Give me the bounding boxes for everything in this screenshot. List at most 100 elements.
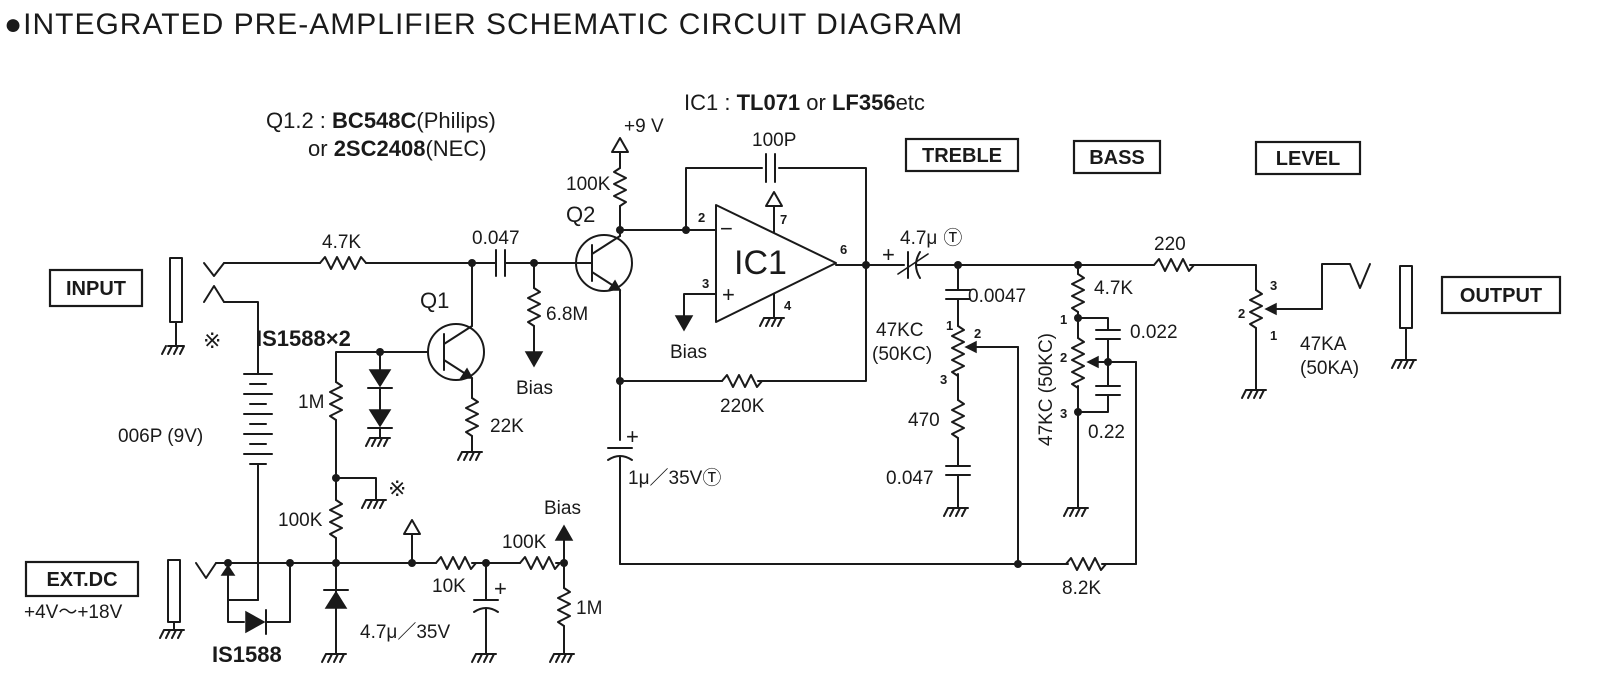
bass-pin2: 2 — [1060, 350, 1067, 365]
cap-plus-sign-3: + — [882, 242, 895, 267]
level-pin3: 3 — [1270, 278, 1277, 293]
c00047-label: 0.0047 — [968, 286, 1026, 307]
battery-label: 006P (9V) — [118, 426, 203, 447]
r1m-q1-label: 1M — [298, 392, 324, 413]
input-box: INPUT — [48, 268, 144, 308]
bass-pin3: 3 — [1060, 406, 1067, 421]
pin2-label: 2 — [698, 210, 705, 225]
resistor-22k — [465, 397, 479, 437]
zener-diode — [323, 589, 349, 609]
treble-pin1: 1 — [946, 318, 953, 333]
ground-icon — [321, 653, 347, 663]
supply-arrow-icon — [403, 519, 421, 535]
bias-arrow-3 — [554, 524, 574, 541]
diode-d2 — [367, 409, 393, 429]
opamp-ic1 — [715, 204, 837, 323]
pin6-label: 6 — [840, 242, 847, 257]
diodes-note: IS1588×2 — [256, 326, 351, 351]
level-box: LEVEL — [1254, 140, 1362, 176]
ground-icon — [759, 317, 785, 327]
ground-icon — [1063, 507, 1089, 517]
resistor-4-7k-bass — [1071, 273, 1085, 313]
ground-icon — [365, 437, 391, 447]
battery-006p — [243, 365, 273, 601]
input-label: INPUT — [66, 278, 126, 300]
c0022-label: 0.022 — [1130, 322, 1178, 343]
diode-d1 — [367, 369, 393, 389]
capacitor-0-22 — [1095, 385, 1121, 396]
bass-pin1: 1 — [1060, 312, 1067, 327]
capacitor-100p — [765, 153, 776, 183]
c0047-in-label: 0.047 — [472, 228, 520, 249]
pot-treble-label: 47KC — [876, 320, 924, 341]
resistor-100k-bias — [519, 556, 561, 570]
pot-treble-alt-label: (50KC) — [872, 344, 932, 365]
bias-label-3: Bias — [544, 498, 581, 519]
ground-icon — [471, 653, 497, 663]
resistor-220 — [1153, 258, 1195, 272]
pot-bass-label: 47KC (50KC) — [1036, 333, 1057, 446]
output-jack — [1399, 265, 1413, 361]
resistor-1m-q1 — [329, 381, 343, 421]
level-pin2: 2 — [1238, 306, 1245, 321]
capacitor-0-047-treble — [945, 465, 971, 476]
pin3-label: 3 — [702, 276, 709, 291]
resistor-8-2k — [1065, 557, 1107, 571]
q1-label: Q1 — [420, 288, 449, 313]
bias-arrow-1 — [524, 351, 544, 368]
pin7-label: 7 — [780, 212, 787, 227]
opamp-plus: + — [722, 282, 735, 307]
ground-icon — [943, 507, 969, 517]
v9-label: +9 V — [624, 116, 664, 137]
output-box: OUTPUT — [1440, 275, 1562, 315]
asterisk-note: ※ — [203, 328, 221, 353]
c022-label: 0.22 — [1088, 422, 1125, 443]
capacitor-0-047-input — [495, 249, 506, 277]
transistor-q2 — [575, 234, 633, 292]
r47k-in-label: 4.7K — [322, 232, 361, 253]
ic1-note: IC1 : TL071 or LF356etc — [684, 90, 925, 115]
ground-icon — [159, 629, 185, 639]
q12-note-line1: Q1.2 : BC548C(Philips) — [266, 108, 496, 133]
supply-arrow-icon — [611, 137, 629, 153]
ground-icon — [161, 345, 185, 355]
r1m-bias-label: 1M — [576, 598, 602, 619]
input-jack — [169, 257, 259, 367]
capacitor-0-022 — [1095, 329, 1121, 340]
level-label: LEVEL — [1276, 148, 1340, 170]
pin4-label: 4 — [784, 298, 792, 313]
resistor-6-8m — [527, 287, 541, 327]
supply-arrow-icon — [765, 191, 783, 207]
diagram-title: ●INTEGRATED PRE-AMPLIFIER SCHEMATIC CIRC… — [4, 8, 963, 41]
resistor-470 — [951, 399, 965, 439]
resistor-100k-top — [613, 167, 627, 207]
ext-dc-label: EXT.DC — [46, 569, 117, 591]
r68m-label: 6.8M — [546, 304, 588, 325]
diode-ext-dc — [245, 609, 267, 635]
q12-note-line2: or 2SC2408(NEC) — [308, 136, 487, 161]
treble-pin3: 3 — [940, 372, 947, 387]
c47u35-label: 4.7μ／35V — [360, 621, 450, 643]
r47k-bass-label: 4.7K — [1094, 278, 1133, 299]
ground-icon — [549, 653, 575, 663]
pot-level-alt-label: (50KA) — [1300, 358, 1359, 379]
cap-plus-sign-2: + — [626, 424, 639, 449]
ground-icon — [361, 499, 387, 509]
ic1-label: IC1 — [734, 244, 787, 282]
r10k-label: 10K — [432, 576, 466, 597]
bias-label-1: Bias — [516, 378, 553, 399]
bias-label-2: Bias — [670, 342, 707, 363]
resistor-4-7k-input — [319, 256, 367, 270]
r100k-bias-label: 100K — [502, 532, 547, 553]
capacitor-0-0047 — [945, 289, 971, 300]
diode-ext-label: IS1588 — [212, 642, 282, 667]
resistor-10k — [435, 556, 477, 570]
q2-label: Q2 — [566, 202, 595, 227]
ext-dc-box: EXT.DC — [24, 560, 140, 598]
ground-icon — [457, 451, 483, 461]
ground-icon — [1241, 389, 1267, 399]
c100p-label: 100P — [752, 130, 796, 151]
treble-label: TREBLE — [922, 145, 1002, 167]
c047-treble-label: 0.047 — [886, 468, 934, 489]
